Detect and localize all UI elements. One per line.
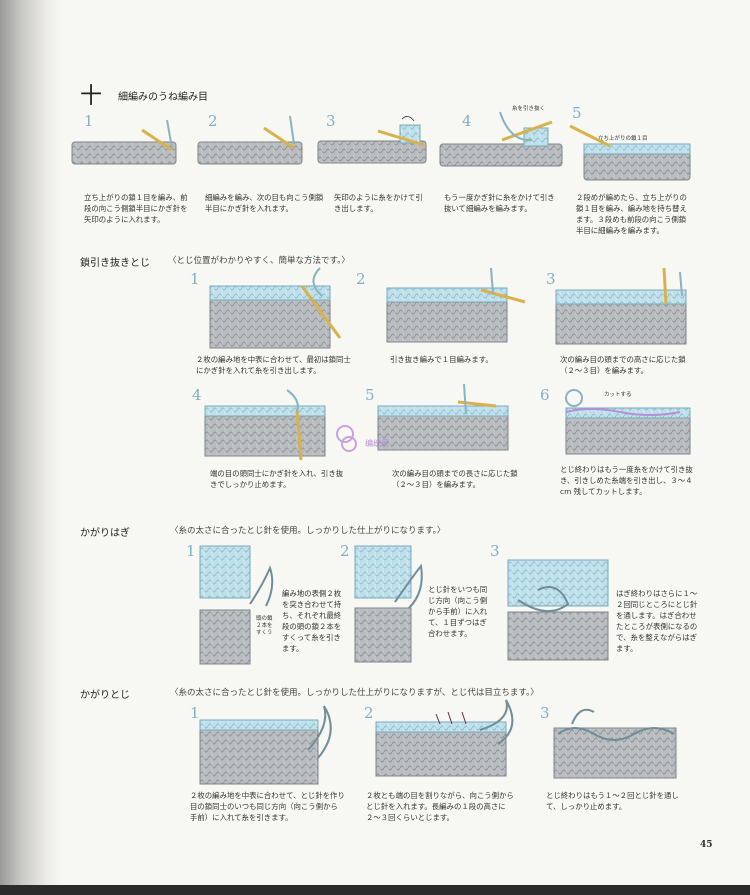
crochet-illustration (375, 699, 514, 777)
step-caption: ２枚とも端の目を割りながら、向こう側からとじ針を入れます。長編みの１段の高さに２… (366, 791, 514, 822)
crochet-illustration (555, 267, 687, 345)
annotation-label: カットする (604, 392, 632, 398)
annotation-label: 立ち上がりの鎖１目 (598, 136, 648, 142)
crochet-illustration (439, 111, 563, 167)
step-caption: 引き抜き編みで１目編みます。 (390, 355, 493, 364)
annotation-label: 頭の鎖２本をすくう (256, 616, 273, 636)
book-spine-shadow (0, 0, 62, 895)
step-number: 5 (365, 386, 375, 404)
section3-title: かがりはぎ (80, 528, 130, 539)
section4-subtitle: 〈糸の太さに合ったとじ針を使用。しっかりした仕上がりになりますが、とじ代は目立ち… (170, 688, 539, 698)
section-title: 細編みのうね編み目 (118, 92, 208, 103)
crochet-illustration (209, 267, 342, 349)
step-caption: とじ終わりはもう一度糸をかけて引き抜き、引きしめた糸端を引き出し、３〜４cm 残… (560, 465, 693, 496)
section-number: 十 (80, 84, 103, 109)
step-caption: 細編みを編み、次の目も向こう側鎖半目にかぎ針を入れます。 (205, 193, 324, 213)
crochet-illustration (354, 545, 423, 663)
step-caption: ２枚の編み地を中表に合わせて、最初は鎖同士にかぎ針を入れて糸を引き出します。 (196, 355, 351, 375)
step-caption: 次の編み目の頭までの長さに応じた鎖（２〜３目）を編みます。 (392, 469, 518, 489)
step-number: 5 (572, 104, 582, 122)
step-number: 6 (540, 386, 550, 404)
crochet-illustration (197, 115, 303, 165)
step-number: 2 (340, 542, 350, 560)
crochet-illustration (565, 389, 691, 455)
annotation-label: 糸を引き抜く (512, 106, 546, 112)
step-caption: 端の目の頭同士にかぎ針を入れ、引き抜きでしっかり止めます。 (210, 469, 344, 489)
step-caption: 編み地の表側２枚を突き合わせて持ち、それぞれ最終段の頭の鎖２本をすくって糸を引き… (282, 589, 342, 653)
crochet-illustration (71, 119, 177, 165)
step-number: 3 (490, 542, 500, 560)
watermark-logo: 编织屋 (335, 424, 405, 460)
step-number: 4 (462, 112, 472, 130)
section3-subtitle: 〈糸の太さに合ったとじ針を使用。しっかりした仕上がりになります。〉 (170, 526, 446, 536)
section4-title: かがりとじ (80, 690, 130, 701)
step-number: 2 (208, 112, 218, 130)
step-caption: とじ終わりはもう１〜２回とじ針を通して、しっかり止めます。 (546, 791, 679, 811)
step-number: 4 (192, 386, 202, 404)
step-number: 3 (546, 270, 556, 288)
scan-bottom-edge (0, 885, 750, 895)
crochet-illustration (386, 267, 526, 343)
crochet-illustration (377, 383, 509, 451)
crochet-illustration (199, 705, 332, 785)
step-number: 1 (186, 542, 196, 560)
crochet-illustration (204, 389, 326, 461)
crochet-illustration (507, 559, 609, 661)
step-number: 1 (84, 112, 94, 130)
page-number: 45 (700, 840, 713, 850)
step-caption: とじ針をいつも同じ方向（向こう側から手前）に入れて、１目ずつはぎ合わせます。 (428, 585, 488, 638)
crochet-illustration (199, 545, 274, 665)
crochet-illustration (553, 708, 677, 779)
step-caption: はぎ終わりはさらに１〜２回同じところにとじ針を通します。はぎ合わせたところが表側… (616, 589, 698, 653)
crochet-illustration (569, 124, 691, 181)
step-caption: ２段めが編めたら、立ち上がりの鎖１目を編み、編み地を持ち替えます。３段めも前段の… (576, 193, 687, 235)
step-caption: ２枚の編み地を中表に合わせて、とじ針を作り目の鎖同士のいつも同じ方向（向こう側か… (190, 791, 345, 822)
watermark-text: 编织屋 (365, 439, 389, 448)
crochet-illustration (317, 116, 427, 164)
step-number: 1 (190, 270, 200, 288)
section2-title: 鎖引き抜きとじ (80, 258, 150, 269)
section2-subtitle: 〈とじ位置がわかりやすく、簡単な方法です。〉 (168, 256, 350, 266)
step-number: 2 (356, 270, 366, 288)
step-number: 1 (190, 704, 200, 722)
step-caption: 矢印のように糸をかけて引き出します。 (334, 193, 423, 213)
step-caption: 次の編み目の頭までの高さに応じた鎖（２〜３目）を編みます。 (560, 355, 686, 375)
step-caption: 立ち上がりの鎖１目を編み、前段の向こう側鎖半目にかぎ針を矢印のように入れます。 (84, 193, 188, 224)
step-number: 2 (364, 704, 374, 722)
step-number: 3 (326, 112, 336, 130)
watermark-icon (336, 425, 357, 452)
step-caption: もう一度かぎ針に糸をかけて引き抜いて細編みを編みます。 (444, 193, 555, 213)
step-number: 3 (540, 704, 550, 722)
